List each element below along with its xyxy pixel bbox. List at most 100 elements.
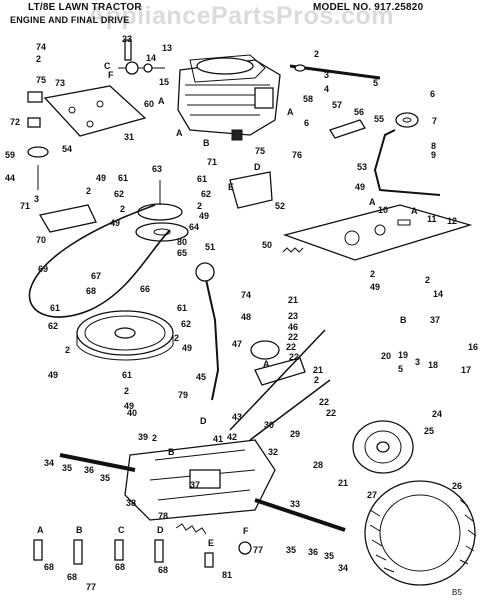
part-label: 26 [452, 481, 462, 491]
part-label: 22 [289, 352, 299, 362]
part-label: 8 [431, 141, 436, 151]
part-label: 6 [304, 118, 309, 128]
part-label: 62 [114, 189, 124, 199]
part-label: 35 [62, 463, 72, 473]
part-label: 73 [55, 78, 65, 88]
part-label: 81 [222, 570, 232, 580]
part-label: 80 [177, 237, 187, 247]
part-label: 62 [201, 189, 211, 199]
part-label: 2 [152, 433, 157, 443]
part-label: 66 [140, 284, 150, 294]
part-label: 2 [314, 375, 319, 385]
shift-knob [195, 262, 215, 282]
part-label: 70 [36, 235, 46, 245]
part-label: D [254, 162, 261, 172]
bracket [229, 171, 273, 209]
page-code: B5 [452, 588, 463, 597]
part-label: 36 [84, 465, 94, 475]
part-label: 53 [357, 162, 367, 172]
part-label: 2 [65, 345, 70, 355]
control-rod [249, 379, 331, 441]
part-label: E [208, 538, 214, 548]
part-label: A [37, 525, 44, 535]
part-label: 67 [91, 271, 101, 281]
part-label: 77 [253, 545, 263, 555]
diagram-subtitle: ENGINE AND FINAL DRIVE [10, 15, 130, 25]
drive-belt [28, 204, 171, 318]
part-label: 15 [159, 77, 169, 87]
part-label: 10 [378, 205, 388, 215]
part-label: 55 [374, 114, 384, 124]
part-label: B [76, 525, 83, 535]
part-label: 37 [430, 315, 440, 325]
part-label: 71 [207, 157, 217, 167]
part-label: 48 [241, 312, 251, 322]
part-label: 5 [398, 364, 403, 374]
part-label: F [108, 70, 114, 80]
part-label: 32 [268, 447, 278, 457]
part-label: 29 [290, 429, 300, 439]
part-label: D [157, 525, 164, 535]
mounting-plate [27, 85, 147, 137]
model-number: MODEL NO. 917.25820 [313, 2, 424, 13]
control-rod [229, 329, 326, 431]
part-label: 43 [232, 412, 242, 422]
part-label: 37 [190, 480, 200, 490]
bracket [38, 204, 97, 233]
part-label: 63 [152, 164, 162, 174]
part-label: 57 [332, 100, 342, 110]
part-label: A [158, 96, 165, 106]
tire [364, 480, 477, 586]
part-label: 3 [324, 70, 329, 80]
part-label: 39 [138, 432, 148, 442]
pulley [250, 340, 280, 360]
part-label: 79 [178, 390, 188, 400]
part-label: 49 [110, 218, 120, 228]
part-label: 74 [36, 42, 46, 52]
part-label: 49 [182, 343, 192, 353]
part-label: 61 [177, 303, 187, 313]
transaxle [59, 439, 346, 532]
diagram-title: LT/8E LAWN TRACTOR [28, 2, 142, 13]
part-label: 77 [86, 582, 96, 592]
part-label: 31 [124, 132, 134, 142]
wheel-rim [352, 420, 414, 474]
part-label: 61 [122, 370, 132, 380]
part-label: 40 [127, 408, 137, 418]
part-label: 56 [354, 107, 364, 117]
part-label: 35 [100, 473, 110, 483]
part-label: 38 [126, 498, 136, 508]
part-label: 16 [468, 342, 478, 352]
part-label: 3 [415, 357, 420, 367]
part-label: A [411, 206, 418, 216]
part-label: 23 [288, 311, 298, 321]
engine [177, 54, 281, 141]
part-label: D [200, 416, 207, 426]
part-label: 2 [370, 269, 375, 279]
spring [175, 523, 207, 535]
part-label: B [168, 447, 175, 457]
part-label: 74 [241, 290, 251, 300]
part-label: 61 [197, 174, 207, 184]
part-label: C [104, 61, 111, 71]
small-pulley [27, 146, 49, 158]
part-label: 49 [199, 211, 209, 221]
part-label: 36 [308, 547, 318, 557]
part-label: 75 [255, 146, 265, 156]
part-label: 2 [314, 49, 319, 59]
part-label: 33 [290, 499, 300, 509]
part-label: 54 [62, 144, 72, 154]
drive-shaft [289, 64, 381, 80]
part-label: 49 [96, 173, 106, 183]
part-label: 75 [36, 75, 46, 85]
part-label: C [118, 525, 125, 535]
part-label: 25 [424, 426, 434, 436]
part-label: 68 [44, 562, 54, 572]
part-label: 22 [288, 332, 298, 342]
part-label: 2 [36, 54, 41, 64]
part-label: 14 [433, 289, 443, 299]
part-label: B [203, 138, 210, 148]
part-label: 78 [158, 511, 168, 521]
part-label: 23 [122, 34, 132, 44]
